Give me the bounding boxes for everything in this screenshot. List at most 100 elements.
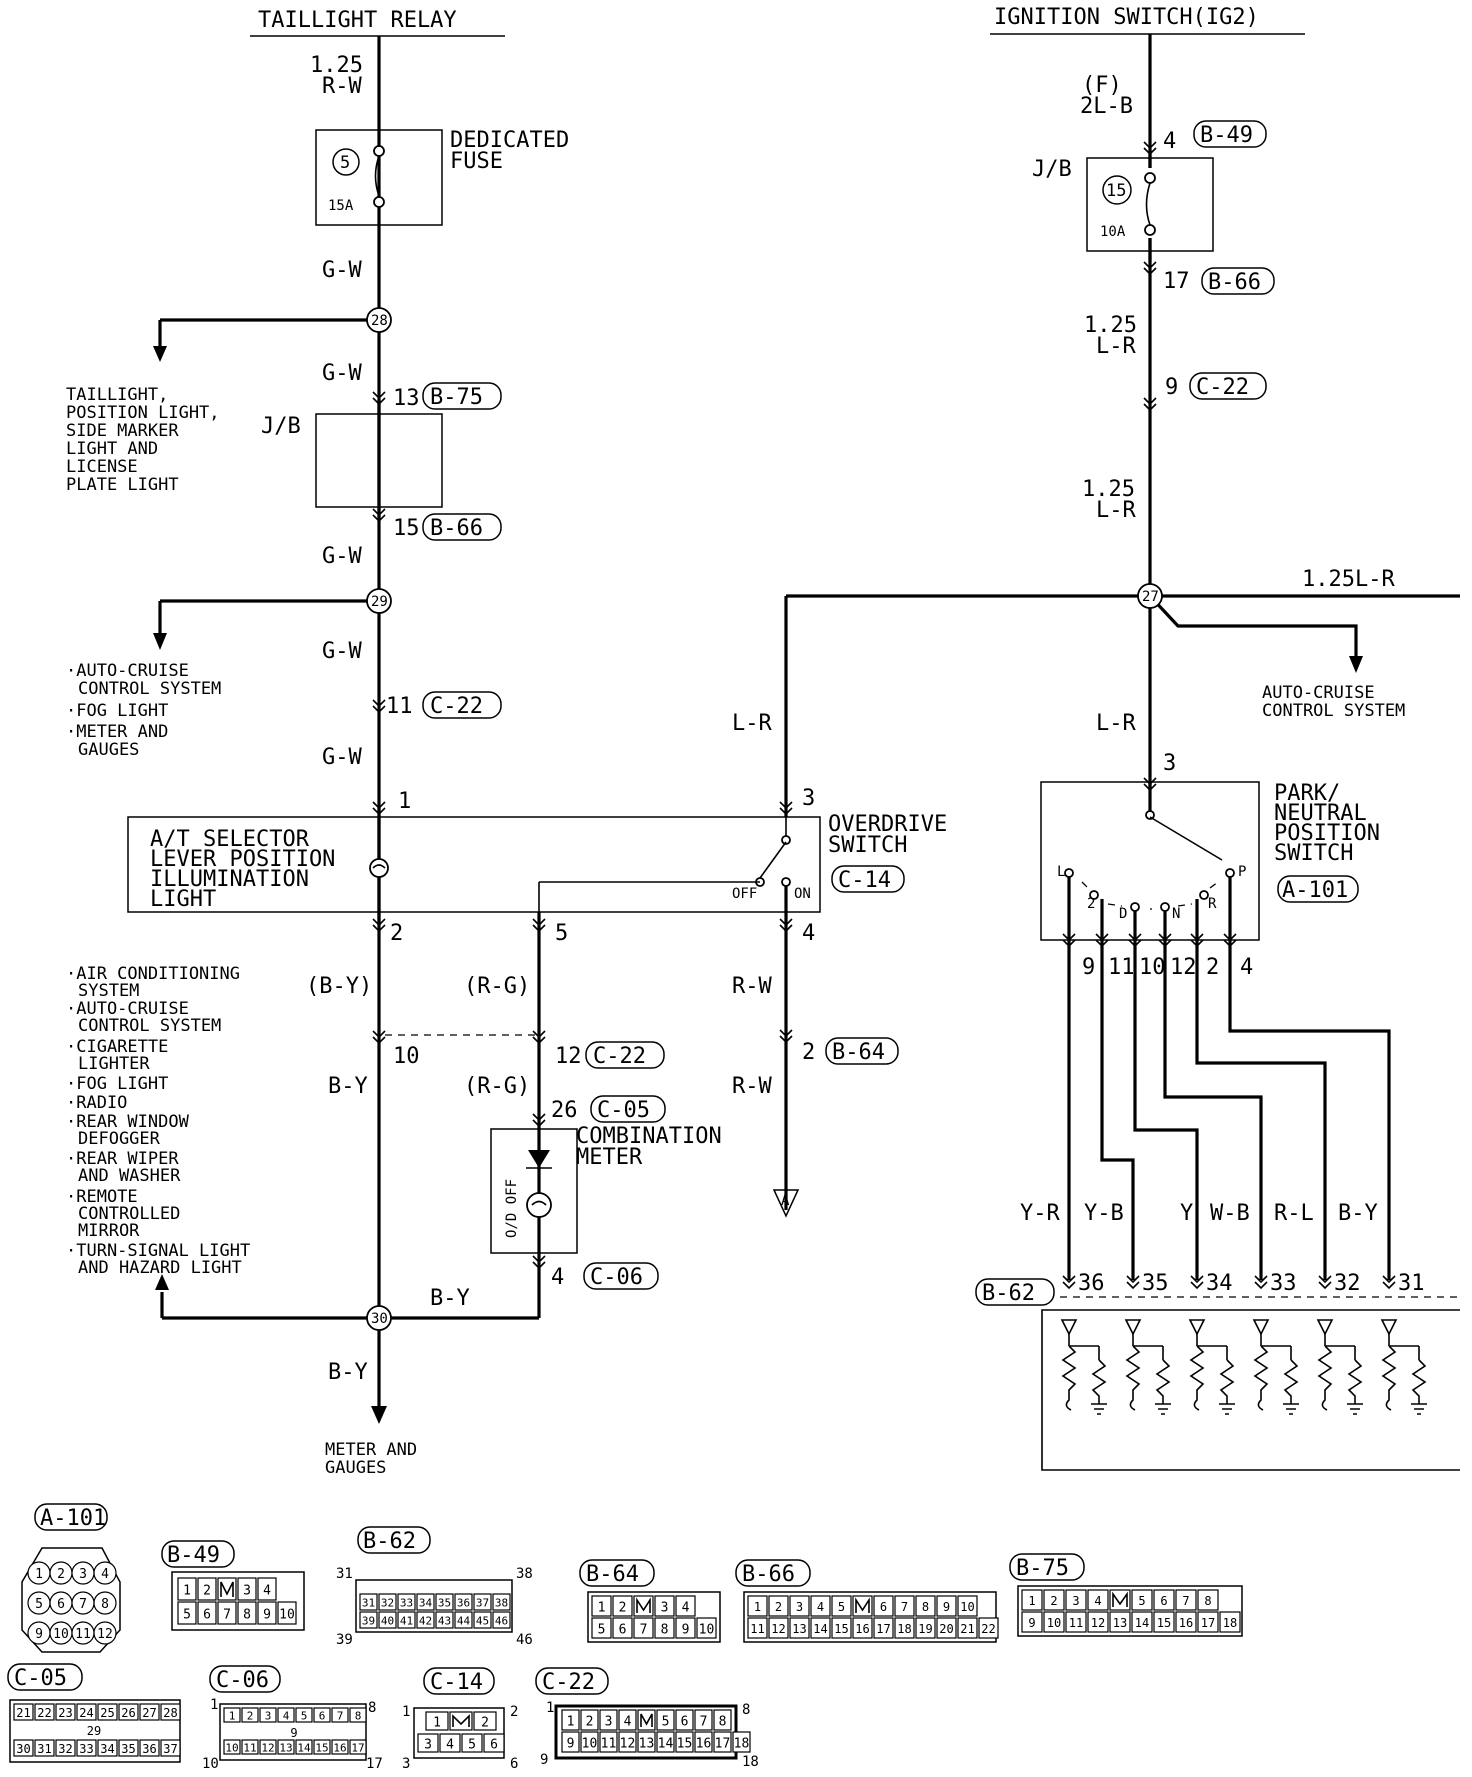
svg-text:39: 39 <box>336 1632 353 1648</box>
pin-number: 6 <box>681 1715 689 1730</box>
pin-number: 5 <box>468 1738 476 1753</box>
wire-color-label: (R-G) <box>464 974 530 999</box>
pin-number: 14 <box>658 1737 674 1752</box>
lower-left: 2 (B-Y) (R-G) 10 12 C-22 B-Y (R-G) 26 C-… <box>66 921 722 1478</box>
connector-pin <box>694 1709 713 1731</box>
wire-color-label: L-R <box>1096 711 1136 736</box>
pin-number: 5 <box>183 1608 191 1623</box>
connector-pin <box>139 1703 160 1721</box>
system-destination-list: ·AIR CONDITIONING SYSTEM ·AUTO-CRUISE CO… <box>66 964 250 1278</box>
svg-text:CONTROL SYSTEM: CONTROL SYSTEM <box>78 679 221 699</box>
connector-c06-label: C-06 <box>590 1265 643 1290</box>
pin-number: 3 <box>796 1600 803 1614</box>
fuse-number-circle <box>332 148 360 176</box>
pin-number: 6 <box>490 1738 498 1753</box>
connector-pin <box>473 1611 492 1629</box>
wire-color-label: 1.25L-R <box>1302 567 1395 592</box>
pin-number: 1 <box>1028 1594 1035 1608</box>
svg-text:1.25: 1.25 <box>1082 477 1135 502</box>
connector-pin <box>93 1591 117 1615</box>
wire-color-label: L-R <box>1096 334 1136 359</box>
connector-pin <box>915 1595 936 1617</box>
connector-pin <box>936 1617 957 1639</box>
taillight-relay-label: TAILLIGHT RELAY <box>258 8 457 33</box>
connector-pin <box>454 1611 473 1629</box>
pin-number: 36 <box>142 1742 156 1756</box>
connector-pin <box>612 1595 633 1617</box>
connector-pin <box>473 1711 497 1731</box>
svg-text:SWITCH: SWITCH <box>828 833 907 858</box>
connector-pin <box>747 1595 768 1617</box>
pin-number: 38 <box>495 1597 508 1610</box>
pin-number: 17 <box>876 1622 890 1636</box>
connector-b49-label: B-49 <box>1200 123 1253 148</box>
connector-pin <box>259 1739 277 1755</box>
junction-30 <box>366 1305 392 1331</box>
svg-text:LIGHTER: LIGHTER <box>78 1054 150 1074</box>
svg-text:18: 18 <box>742 1754 759 1770</box>
pin-number: 1 <box>35 1567 43 1582</box>
pin-number: 12 <box>97 1627 113 1642</box>
pin-number: 2 <box>203 1584 211 1599</box>
pin-number: 2 <box>481 1716 489 1731</box>
connector-pin <box>217 1601 237 1625</box>
pin-number: 9 <box>263 1608 271 1623</box>
pin-number: 5 <box>662 1715 670 1730</box>
wire-color-label: G-W <box>322 639 362 664</box>
connector-pin <box>1153 1611 1175 1633</box>
connector-pin <box>957 1595 978 1617</box>
svg-text:4: 4 <box>1240 955 1253 980</box>
connector-pin <box>277 1707 295 1723</box>
pin-number: 7 <box>79 1597 87 1612</box>
svg-text:LEVER POSITION: LEVER POSITION <box>150 847 335 872</box>
connector-pin <box>599 1731 618 1753</box>
fuse-amp: 10A <box>1100 224 1126 240</box>
connector-pin <box>76 1703 97 1721</box>
pin-number: 5 <box>598 1623 606 1638</box>
pin-number: 15 <box>1157 1616 1171 1630</box>
connector-pin <box>454 1593 473 1611</box>
pin-number: 2 <box>775 1600 782 1614</box>
connector-pin <box>810 1617 831 1639</box>
svg-text:C-06: C-06 <box>216 1668 269 1693</box>
connector-c22-label: C-22 <box>1196 375 1249 400</box>
pin-number: 16 <box>333 1742 346 1755</box>
connector-pin <box>580 1709 599 1731</box>
pin-number: 5 <box>1138 1594 1145 1608</box>
pin-number: 4 <box>446 1738 454 1753</box>
pin-number: 21 <box>960 1622 974 1636</box>
pin-number: 9 <box>943 1600 950 1614</box>
connector-pin <box>873 1617 894 1639</box>
svg-text:·REMOTE: ·REMOTE <box>66 1187 138 1207</box>
pin-label: 3 <box>1163 751 1176 776</box>
connector-pin <box>654 1595 675 1617</box>
connector-pin <box>789 1617 810 1639</box>
svg-text:C-22: C-22 <box>542 1670 595 1695</box>
svg-text:9: 9 <box>540 1752 548 1768</box>
connector-pin <box>1087 1611 1109 1633</box>
svg-text:COMBINATION: COMBINATION <box>576 1124 722 1149</box>
pin-number: 18 <box>1223 1616 1237 1630</box>
svg-text:LICENSE: LICENSE <box>66 457 138 477</box>
connector-pin <box>34 1739 55 1757</box>
pin-label: 12 <box>555 1044 582 1069</box>
wire-color-label: R-W <box>322 74 362 99</box>
svg-text:46: 46 <box>516 1632 533 1648</box>
svg-text:B-64: B-64 <box>586 1562 639 1587</box>
svg-text:Y-R: Y-R <box>1020 1201 1060 1226</box>
svg-text:OVERDRIVE: OVERDRIVE <box>828 812 947 837</box>
pin-number: 1 <box>183 1584 191 1599</box>
pin-number: 4 <box>283 1710 290 1723</box>
taillight-destination: TAILLIGHT, POSITION LIGHT, SIDE MARKER L… <box>66 385 220 495</box>
connector-pin <box>13 1739 34 1757</box>
svg-text:ILLUMINATION: ILLUMINATION <box>150 867 309 892</box>
pin-number: 23 <box>58 1706 72 1720</box>
connector-pin <box>873 1595 894 1617</box>
svg-text:C-14: C-14 <box>430 1670 483 1695</box>
wire-color-label: B-Y <box>328 1360 368 1385</box>
connector-pin <box>696 1617 717 1639</box>
pin-number: 2 <box>586 1715 594 1730</box>
connector-c14-label: C-14 <box>838 868 891 893</box>
pin-number: 10 <box>960 1600 974 1614</box>
